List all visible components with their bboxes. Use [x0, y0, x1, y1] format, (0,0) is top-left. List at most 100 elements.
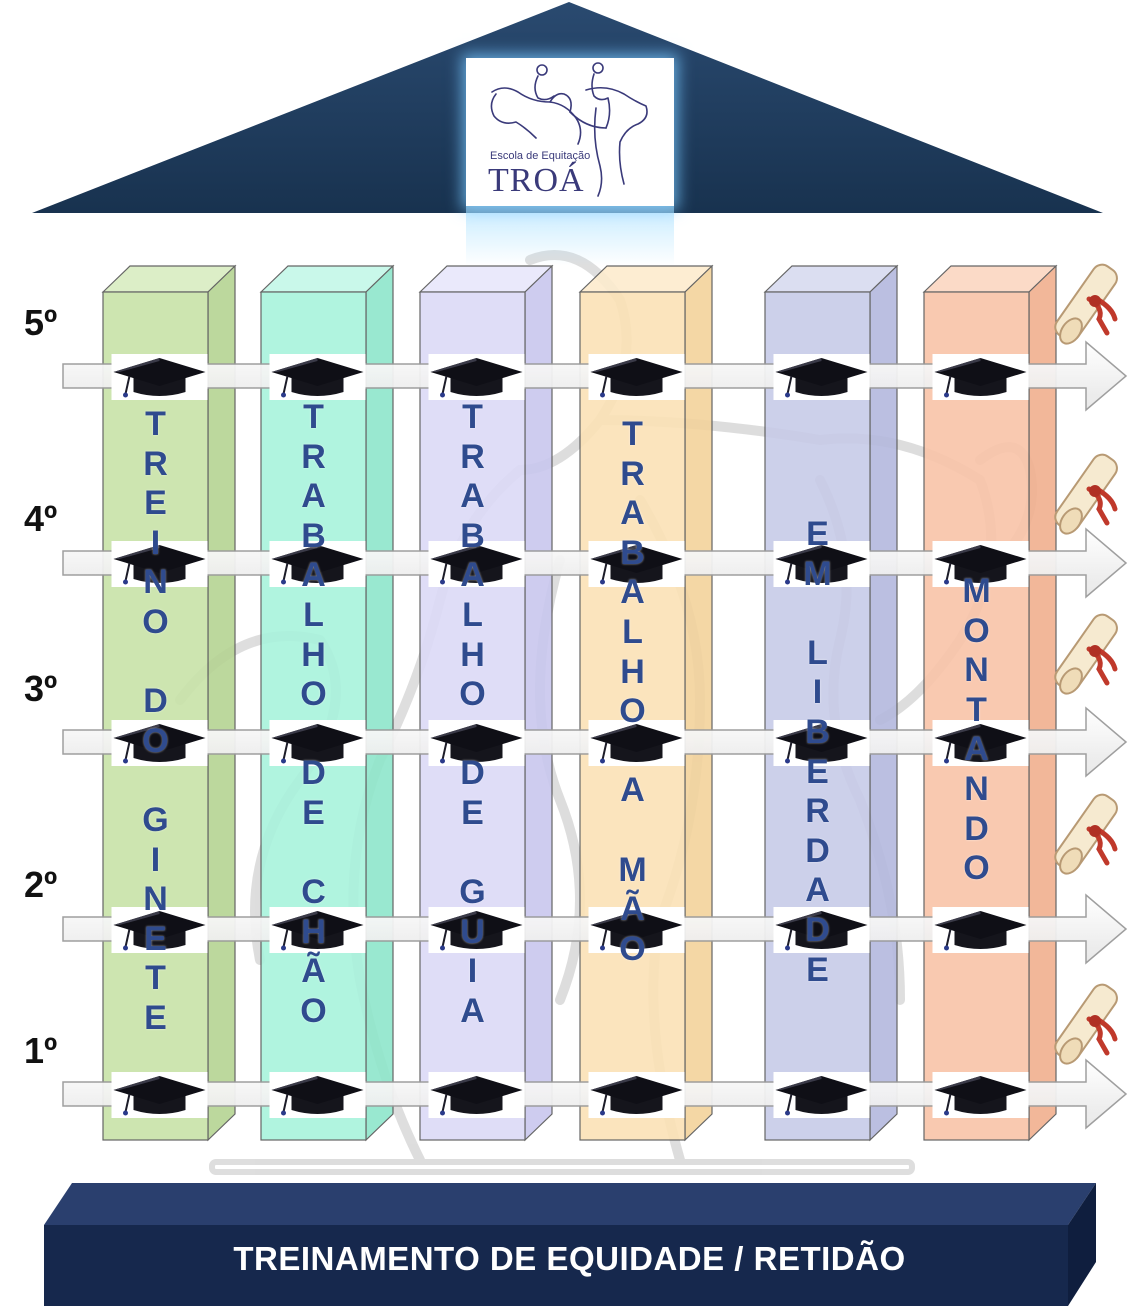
pillar-letter: A	[460, 991, 485, 1030]
pillar-5	[763, 264, 899, 1142]
pillar-side	[365, 264, 394, 1142]
pillar-letter: N	[143, 880, 168, 919]
pillar-letter: O	[300, 675, 327, 714]
school-logo: Escola de Equitação TROÁ	[466, 58, 674, 206]
logo-reflection	[466, 206, 674, 266]
pillar-side	[684, 264, 713, 1142]
pillar-letter	[284, 834, 344, 874]
graduation-cap-icon	[772, 1071, 871, 1119]
pillar-4	[578, 264, 714, 1142]
pillar-letter: T	[145, 405, 166, 443]
pillar-letter: Ã	[620, 890, 645, 929]
pillar-letter: E	[302, 793, 325, 832]
pillar-front	[764, 291, 871, 1141]
pillar-letter: O	[619, 929, 646, 968]
pillar-6	[922, 264, 1058, 1142]
pillar-letter: T	[462, 398, 483, 436]
pillar-letter	[126, 761, 186, 801]
pillar-letter: T	[303, 398, 324, 436]
pillar-letter: B	[301, 516, 326, 555]
graduation-cap-icon	[772, 353, 871, 401]
pillar-letter: T	[145, 959, 166, 998]
pillar-side	[869, 264, 898, 1142]
pillar-letter: M	[803, 554, 832, 593]
graduation-cap-icon	[268, 1071, 367, 1119]
pillar-letter: M	[618, 850, 647, 889]
pillar-letter: A	[964, 730, 989, 769]
pillar-1	[101, 264, 237, 1142]
pillar-letter: T	[966, 690, 987, 729]
pillar-letter: E	[144, 919, 167, 958]
pillar-front	[260, 291, 367, 1141]
pillar-letter: L	[807, 633, 828, 672]
pillar-letter: R	[460, 437, 485, 476]
pillar-letter: O	[142, 602, 169, 641]
pillar-letter: A	[805, 871, 830, 910]
graduation-cap-icon	[587, 353, 686, 401]
pillar-letter: D	[805, 831, 830, 870]
pillar-front	[579, 291, 686, 1141]
pillar-letter: D	[805, 910, 830, 949]
pillar-letter	[126, 643, 186, 683]
graduation-cap-icon	[110, 353, 209, 401]
pillar-letter: A	[620, 573, 645, 612]
pillar-letter: H	[620, 652, 645, 691]
pillar-letter: E	[461, 793, 484, 832]
pillar-letter: U	[460, 912, 485, 951]
level-5-label: 5º	[24, 302, 58, 343]
pillar-letter: N	[964, 769, 989, 808]
pillar-letter: O	[300, 991, 327, 1030]
pillar-letter: I	[150, 840, 161, 879]
pillar-letter: H	[301, 912, 326, 951]
diploma-scroll-icon	[1051, 261, 1120, 348]
diploma-scroll-icon	[1051, 791, 1120, 878]
pillar-letter: E	[806, 950, 829, 989]
pillar-letter	[788, 594, 848, 634]
pillar-front	[102, 291, 209, 1141]
pillar-letter: A	[620, 494, 645, 533]
pillar-letter: C	[301, 873, 326, 912]
level-2-label: 2º	[24, 864, 58, 905]
pillar-letter: I	[150, 523, 161, 562]
graduation-cap-icon	[427, 353, 526, 401]
pillar-letter: B	[460, 516, 485, 555]
pillar-letter: N	[964, 651, 989, 690]
pillar-letter: A	[460, 477, 485, 516]
level-1-label: 1º	[24, 1030, 58, 1071]
pillar-side	[207, 264, 236, 1142]
graduation-cap-icon	[268, 353, 367, 401]
pillar-letter	[284, 715, 344, 755]
pillars	[101, 264, 1058, 1142]
pillar-letter: A	[460, 556, 485, 595]
base-label: TREINAMENTO DE EQUIDADE / RETIDÃO	[233, 1240, 906, 1277]
pillar-letter: O	[619, 692, 646, 731]
level-4-label: 4º	[24, 498, 58, 539]
diploma-scroll-icon	[1051, 611, 1120, 698]
pillar-letter: R	[620, 454, 645, 493]
graduation-cap-icon	[427, 1071, 526, 1119]
pillar-letter: D	[143, 682, 168, 721]
pillar-side	[1028, 264, 1057, 1142]
base	[44, 1183, 1096, 1306]
pillar-letter: H	[460, 635, 485, 674]
diploma-scroll-icon	[1051, 451, 1120, 538]
pillar-letter: L	[622, 612, 643, 651]
pillar-letter: A	[301, 556, 326, 595]
pillar-letter: G	[142, 800, 169, 839]
pillar-letter: H	[301, 635, 326, 674]
pillar-letter: D	[964, 809, 989, 848]
diploma-scroll-icon	[1051, 981, 1120, 1068]
horse-rider-icon	[490, 62, 648, 197]
pillar-letter: D	[460, 754, 485, 793]
pillar-letter: R	[805, 792, 830, 831]
pillar-letter: R	[143, 444, 168, 483]
pillar-letter: O	[459, 675, 486, 714]
pillar-letter: I	[812, 673, 823, 712]
graduation-cap-icon	[931, 1071, 1030, 1119]
